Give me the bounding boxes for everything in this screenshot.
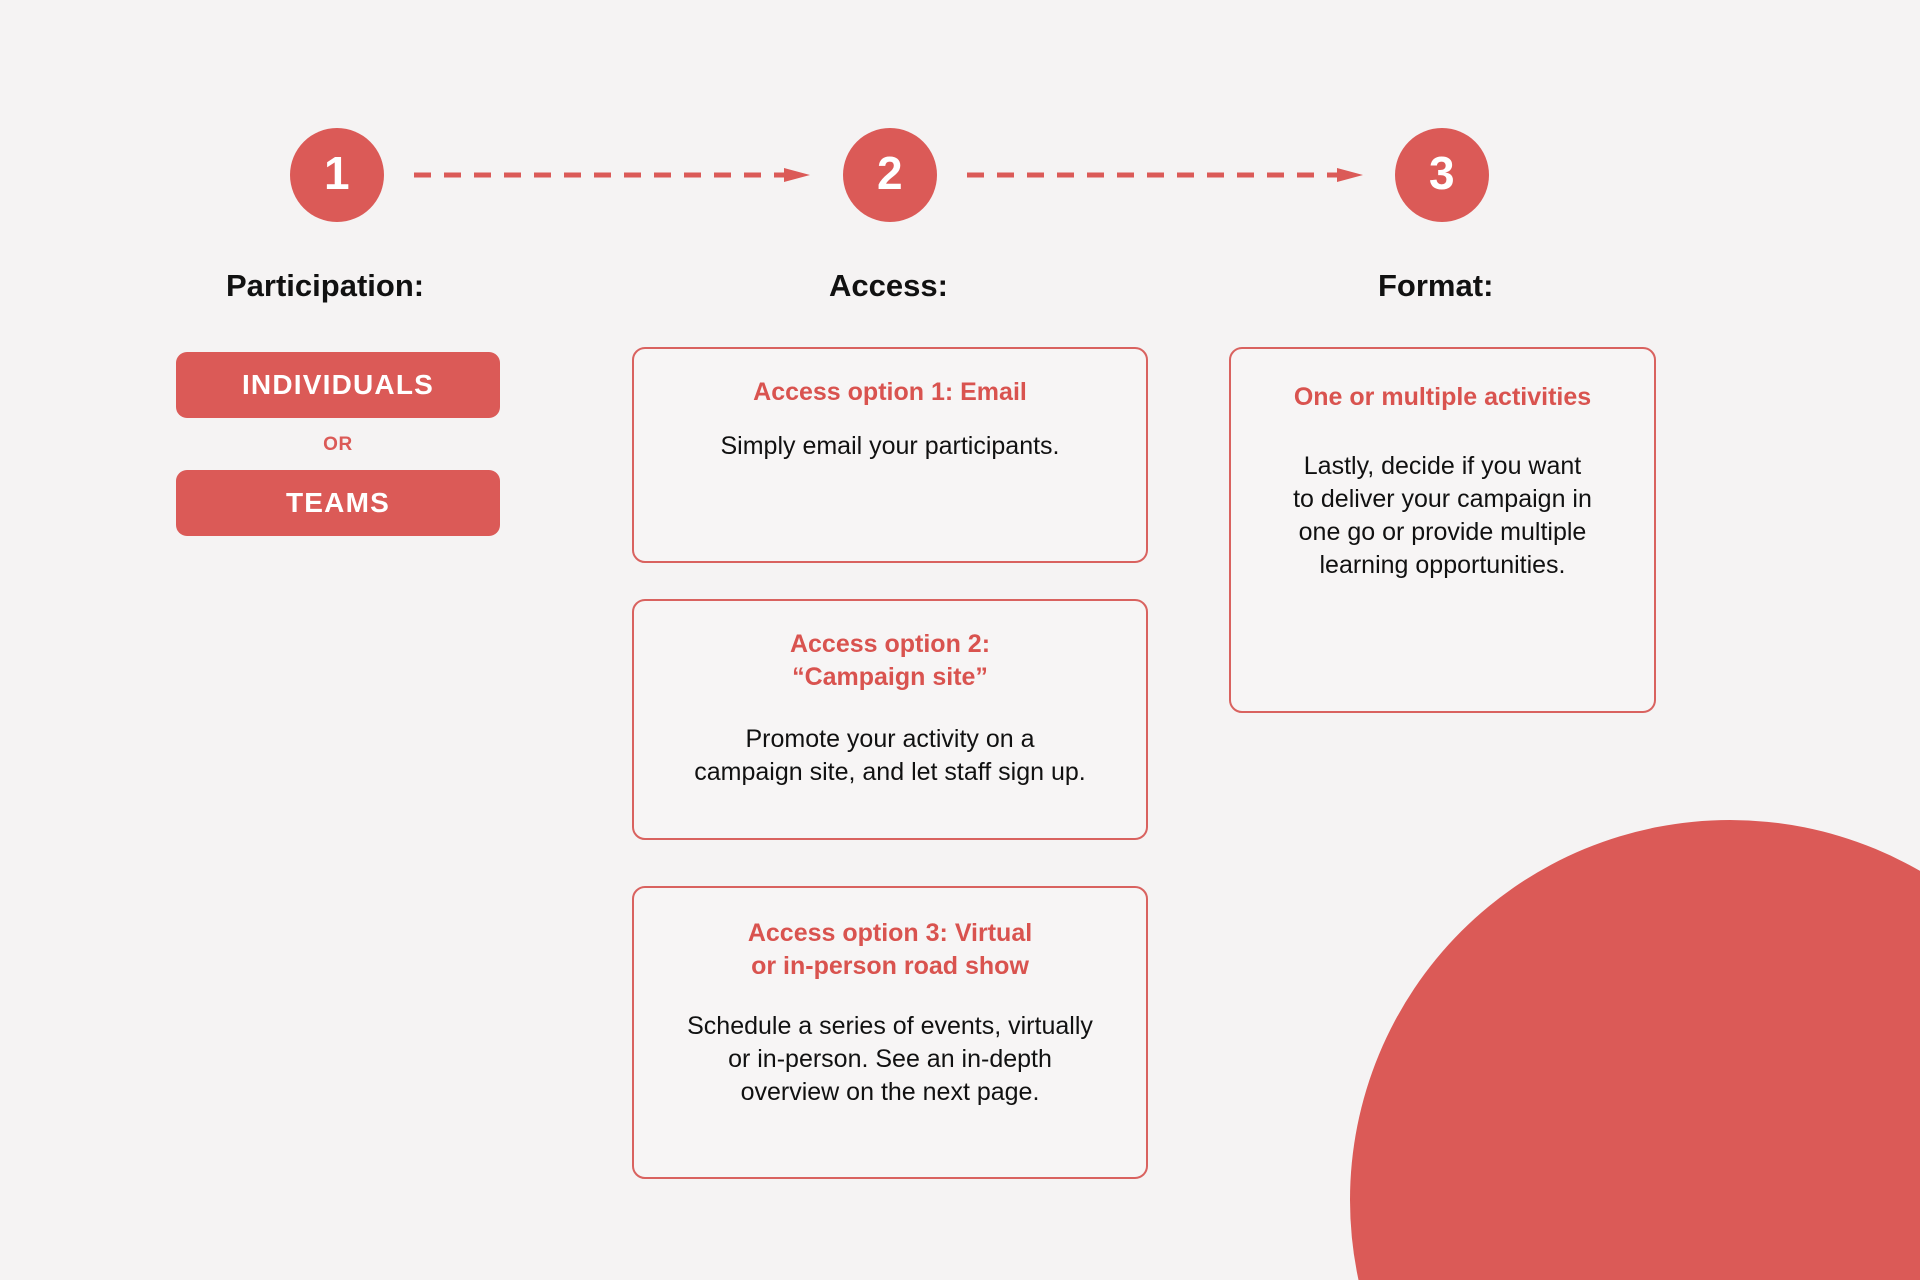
participation-pill-teams-label: TEAMS <box>286 487 390 518</box>
dashed-arrow-icon-2-to-3 <box>967 167 1365 183</box>
participation-pill-teams[interactable]: TEAMS <box>176 470 500 536</box>
step-badge-1-number: 1 <box>323 147 351 199</box>
column-heading-participation: Participation: <box>226 268 425 303</box>
access-option-card-3: Access option 3: Virtual or in-person ro… <box>632 886 1148 1179</box>
step-badge-3: 3 <box>1395 128 1489 222</box>
participation-or-label: OR <box>323 434 353 455</box>
access-option-card-1: Access option 1: Email Simply email your… <box>632 347 1148 563</box>
dashed-arrow-icon-1-to-2 <box>414 167 812 183</box>
decorative-circle-shape <box>1350 820 1920 1280</box>
column-heading-access: Access: <box>829 268 948 303</box>
access-option-card-2-body: Promote your activity on a campaign site… <box>694 725 1086 786</box>
column-heading-format: Format: <box>1378 268 1494 303</box>
access-option-card-2-title: Access option 2: “Campaign site” <box>789 630 991 691</box>
format-card: One or multiple activities Lastly, decid… <box>1229 347 1656 713</box>
access-option-card-1-body: Simply email your participants. <box>720 431 1060 460</box>
access-option-card-3-title: Access option 3: Virtual or in-person ro… <box>747 919 1033 980</box>
format-card-body: Lastly, decide if you want to deliver yo… <box>1293 451 1592 579</box>
step-badge-2: 2 <box>843 128 937 222</box>
format-card-title: One or multiple activities <box>1293 383 1592 411</box>
participation-column: INDIVIDUALS OR TEAMS <box>176 352 500 536</box>
step-badge-2-number: 2 <box>876 147 904 199</box>
step-badge-1: 1 <box>290 128 384 222</box>
step-sequence-row: 1 2 3 <box>0 128 1920 224</box>
access-option-card-3-body: Schedule a series of events, virtually o… <box>687 1012 1093 1106</box>
access-option-card-2: Access option 2: “Campaign site” Promote… <box>632 599 1148 840</box>
step-badge-3-number: 3 <box>1428 147 1456 199</box>
participation-pill-individuals[interactable]: INDIVIDUALS <box>176 352 500 418</box>
participation-pill-individuals-label: INDIVIDUALS <box>241 369 435 400</box>
access-option-card-1-title: Access option 1: Email <box>753 378 1027 406</box>
